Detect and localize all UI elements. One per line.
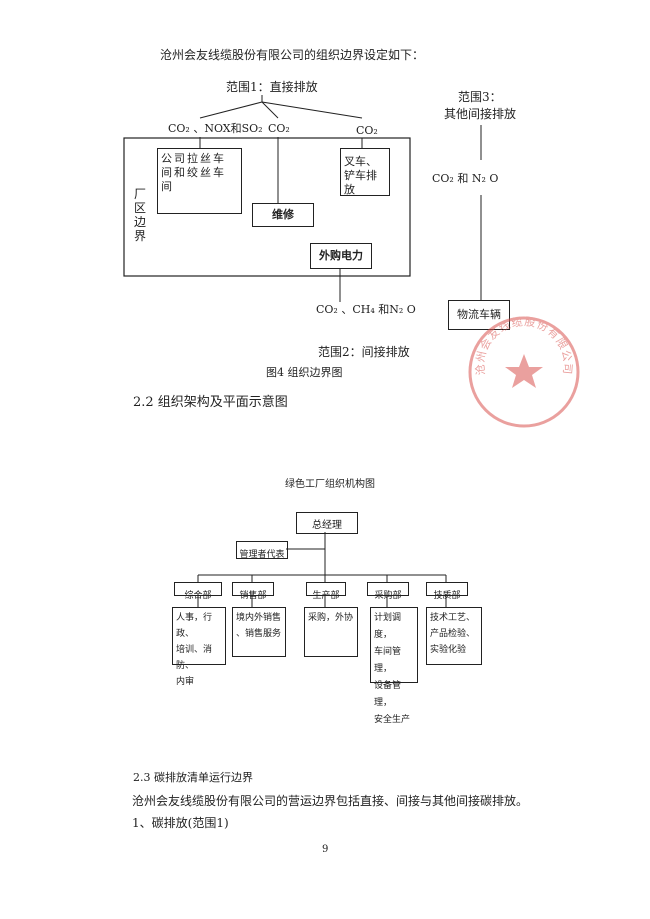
company-seal: 沧州会友线缆股份有限公司 — [468, 315, 580, 428]
figure-caption: 图4 组织边界图 — [266, 366, 343, 379]
duty-line: 安全生产 — [374, 715, 411, 725]
ceo-label: 总经理 — [312, 520, 342, 531]
intro-text: 沧州会友线缆股份有限公司的组织边界设定如下： — [160, 48, 425, 62]
section-2-3-heading: 2.3 碳排放清单运行边界 — [133, 771, 253, 784]
dept-box-2: 生产部 — [306, 582, 346, 601]
dept-name: 技质部 — [433, 591, 461, 601]
duty-line: 技术工艺、 — [430, 613, 476, 623]
duty-box-1: 境内外销售 、销售服务 — [232, 607, 286, 657]
scope1-label: 范围1：直接排放 — [226, 80, 318, 94]
duty-line: 实验化验 — [430, 645, 467, 655]
forklift-box: 叉车、铲车排放 — [340, 148, 390, 196]
section-2-3-paragraph: 沧州会友线缆股份有限公司的营运边界包括直接、间接与其他间接碳排放。 — [132, 794, 529, 808]
workshop-box: 公司拉丝车间和绞丝车间 — [157, 148, 242, 214]
duty-line: 采购，外协 — [308, 613, 354, 623]
duty-box-3: 计划调度， 车间管理， 设备管理， 安全生产 — [370, 607, 418, 725]
dept-name: 销售部 — [239, 591, 267, 601]
duty-line: 内审 — [176, 677, 195, 687]
duty-line: 人事，行政、 — [176, 613, 213, 639]
org-chart-title: 绿色工厂组织机构图 — [285, 479, 375, 490]
dept-box-3: 采购部 — [367, 582, 409, 601]
duty-line: 车间管理， — [374, 647, 402, 674]
dept-name: 生产部 — [312, 591, 340, 601]
workshop-box-label: 公司拉丝车间和绞丝车间 — [161, 152, 226, 193]
dept-box-4: 技质部 — [426, 582, 468, 601]
factory-boundary-label: 厂区边界 — [133, 187, 146, 243]
gas-scope3: CO₂ 和 N₂ O — [432, 172, 499, 185]
rep-label: 管理者代表 — [239, 550, 285, 560]
gas-right: CO₂ — [356, 124, 378, 137]
duty-line: 设备管理， — [374, 681, 402, 708]
gas-mid: CO₂ — [268, 122, 290, 135]
gas-scope2: CO₂ 、CH₄ 和N₂ O — [316, 303, 416, 316]
logistics-box-label: 物流车辆 — [457, 308, 501, 321]
duty-box-0: 人事，行政、 培训、消防、 内审 — [172, 607, 226, 687]
power-box: 外购电力 — [310, 243, 372, 269]
dept-name: 综合部 — [184, 591, 212, 601]
duty-line: 境内外销售 — [236, 613, 282, 623]
duty-line: 、销售服务 — [236, 629, 282, 639]
maintenance-box: 维修 — [252, 203, 314, 227]
section-2-2-heading: 2.2 组织架构及平面示意图 — [133, 395, 288, 410]
item-1-text: 1、碳排放(范围1) — [132, 816, 229, 830]
scope3-label-line1: 范围3： — [458, 90, 502, 104]
dept-box-1: 销售部 — [232, 582, 274, 601]
rep-box: 管理者代表 — [236, 541, 288, 560]
scope3-label-line2: 其他间接排放 — [444, 107, 517, 121]
page-number: 9 — [322, 844, 329, 855]
ceo-box: 总经理 — [296, 512, 358, 534]
power-box-label: 外购电力 — [319, 249, 363, 262]
dept-name: 采购部 — [374, 591, 402, 601]
maintenance-box-label: 维修 — [272, 208, 294, 221]
duty-box-4: 技术工艺、 产品检验、 实验化验 — [426, 607, 482, 665]
scope2-label: 范围2：间接排放 — [318, 345, 410, 359]
duty-line: 培训、消防、 — [176, 645, 213, 671]
logistics-box: 物流车辆 — [448, 300, 510, 330]
gas-left: CO₂ 、NOX和SO₂ — [168, 122, 263, 135]
duty-box-2: 采购，外协 — [304, 607, 358, 657]
duty-line: 产品检验、 — [430, 629, 476, 639]
duty-line: 计划调度， — [374, 613, 402, 640]
forklift-box-label: 叉车、铲车排放 — [344, 155, 377, 196]
dept-box-0: 综合部 — [174, 582, 222, 601]
